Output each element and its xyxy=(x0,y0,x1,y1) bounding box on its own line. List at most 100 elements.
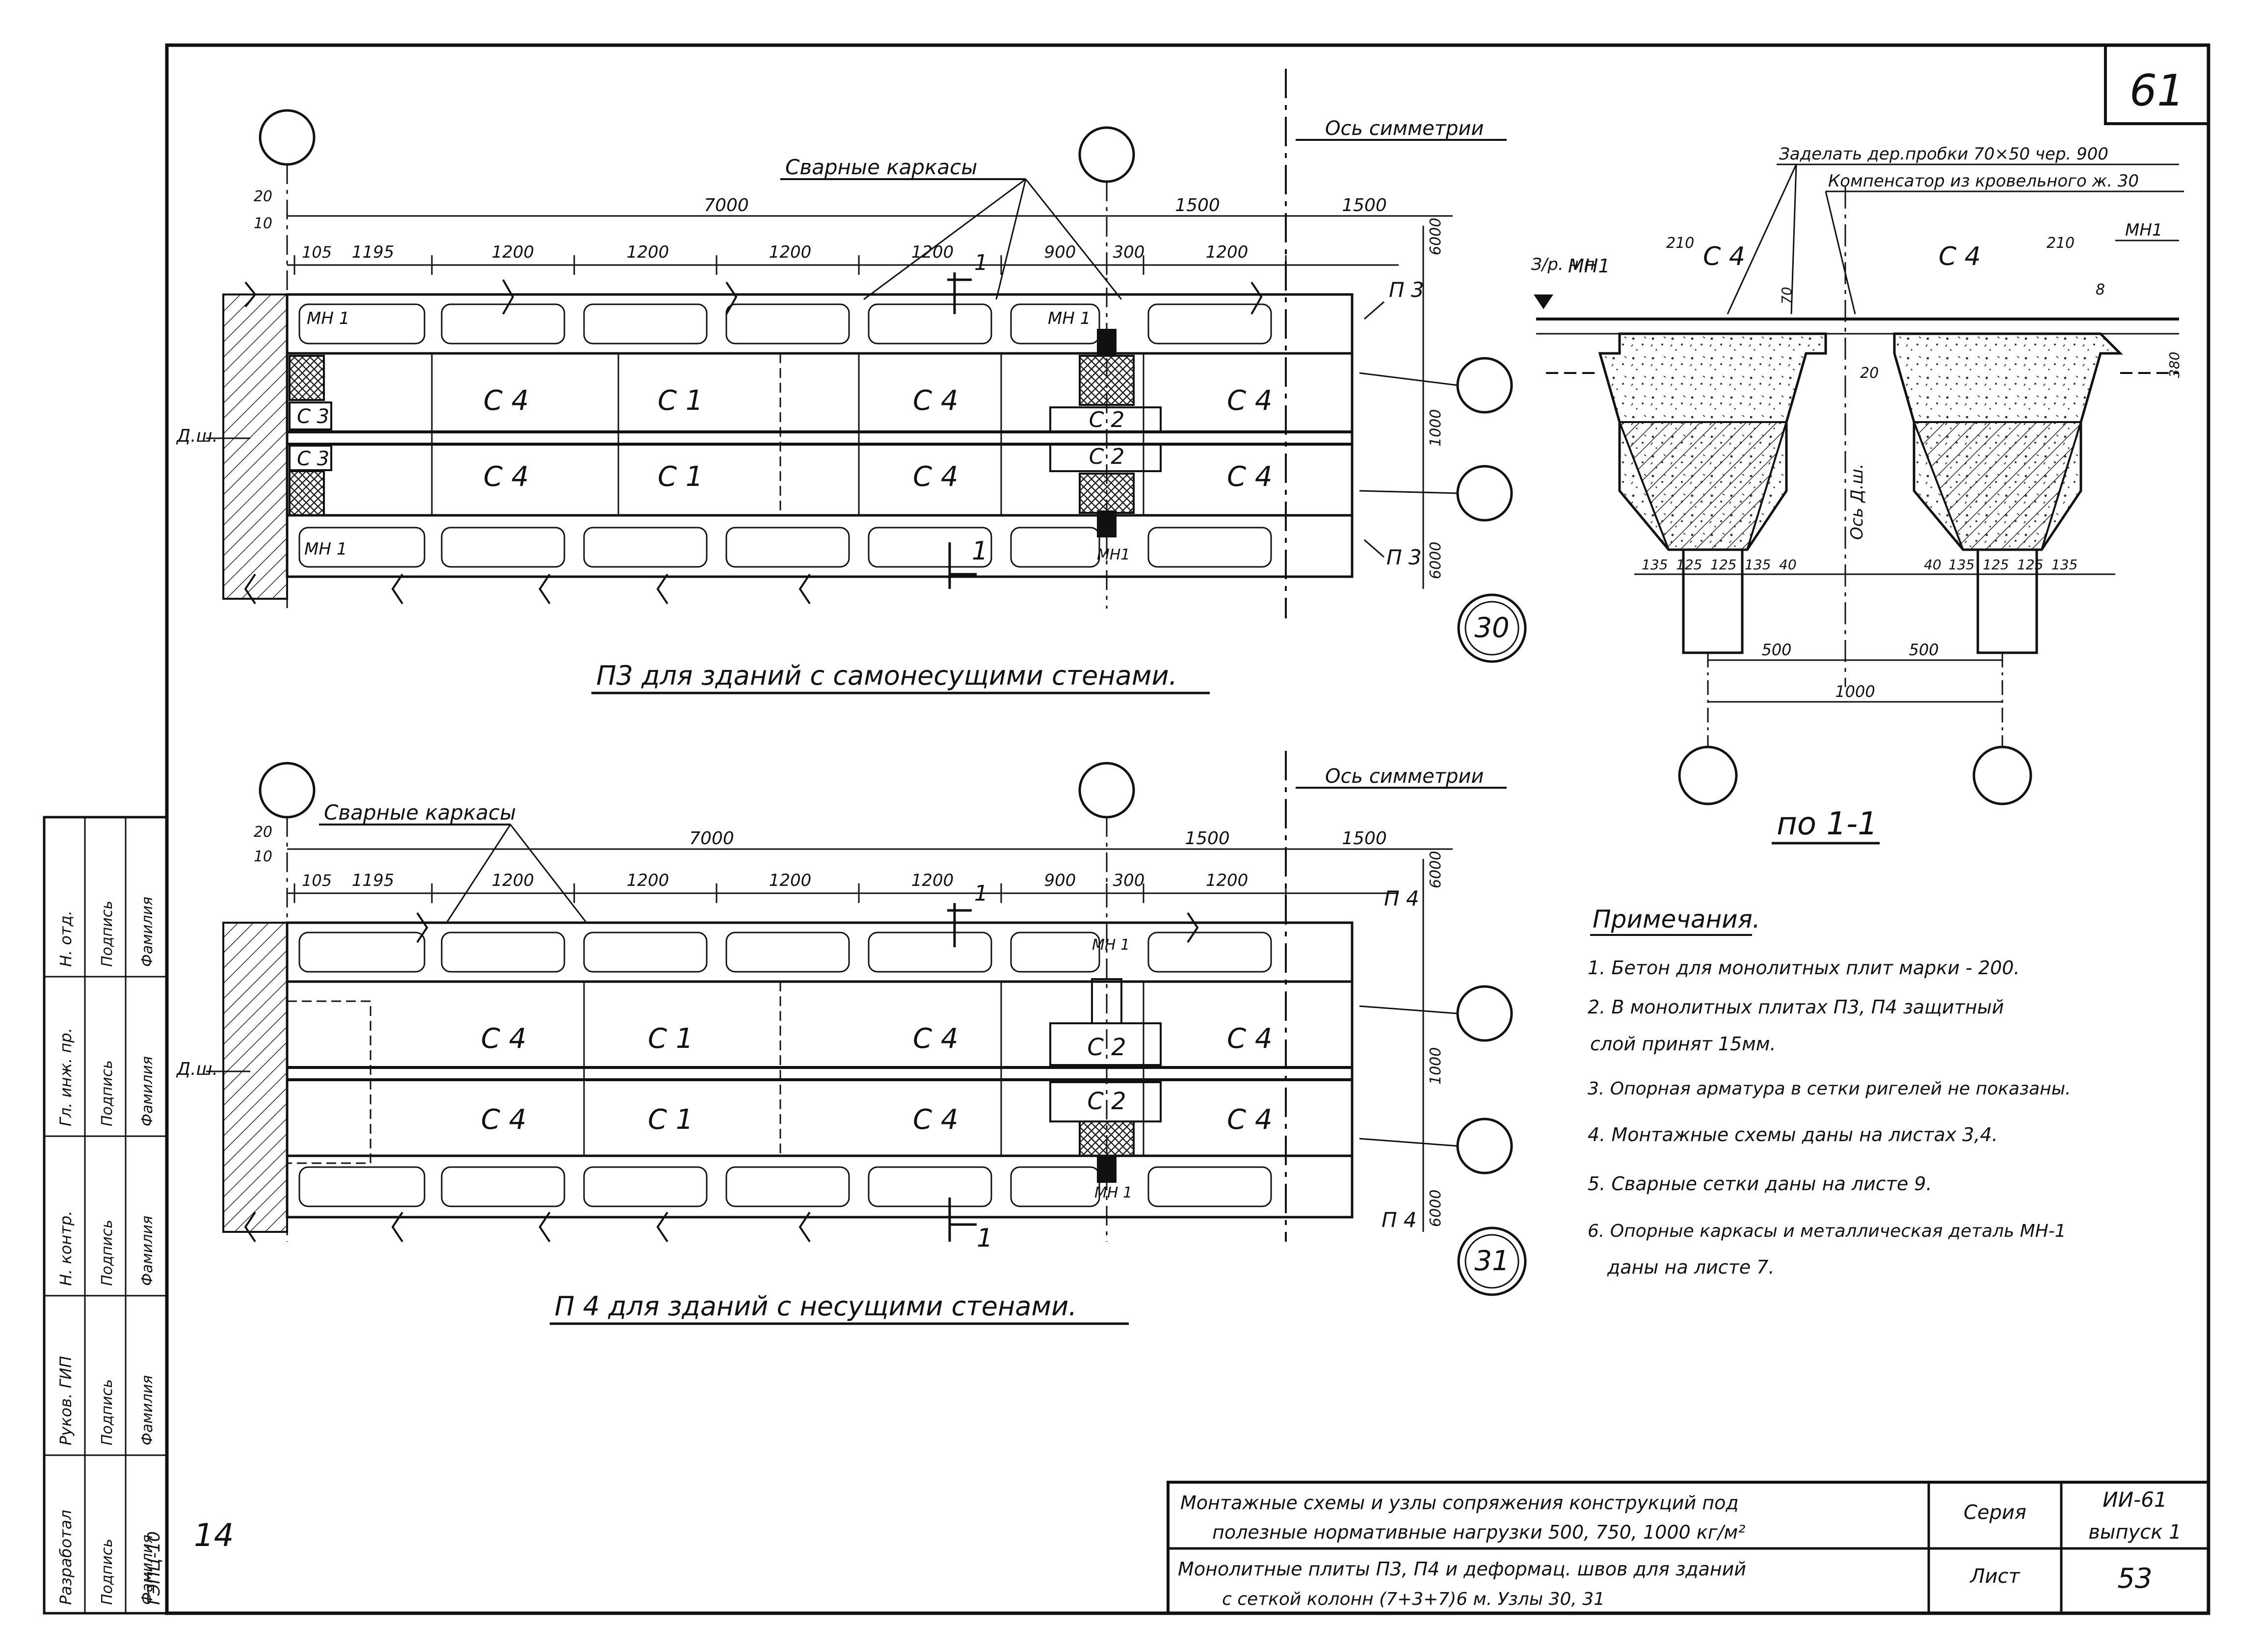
frames-label: Сварные каркасы xyxy=(785,155,977,179)
dim: 1195 xyxy=(352,871,395,890)
element-label: П 4 xyxy=(1382,1208,1417,1232)
issue-value: выпуск 1 xyxy=(2088,1521,2181,1544)
dim: 125 xyxy=(2017,557,2043,573)
dim: 20 xyxy=(254,824,272,841)
section-note: Заделать дер.пробки 70×50 чер. 900 xyxy=(1779,144,2108,164)
section-1-1: Заделать дер.пробки 70×50 чер. 900 Компе… xyxy=(1531,144,2184,845)
element-label: МН 1 xyxy=(1048,309,1091,328)
dim: 135 xyxy=(2051,557,2077,573)
stamp-name: Фамилия xyxy=(139,1535,156,1605)
element-label: П 3 xyxy=(1389,278,1424,302)
dim: 1200 xyxy=(1206,871,1249,890)
slab-label: С 4 xyxy=(483,461,529,493)
section-mark: 1 xyxy=(972,536,988,566)
notes-block: Примечания. 1. Бетон для монолитных плит… xyxy=(1588,905,2071,1278)
slab-label: С 4 xyxy=(913,1104,958,1136)
element-label: МН 1 xyxy=(307,309,349,328)
element-label: С 4 xyxy=(1939,242,1981,271)
page-number: 14 xyxy=(194,1518,234,1554)
dim: 1500 xyxy=(1342,828,1387,849)
element-label: С 2 xyxy=(1087,1034,1126,1061)
section-mark: 1 xyxy=(974,881,988,906)
stamp-signature: Подпись xyxy=(99,901,116,967)
slab-label: С 4 xyxy=(481,1104,527,1136)
hatched-wall xyxy=(222,922,288,1233)
dim: 6000 xyxy=(1427,851,1444,888)
dim: 7000 xyxy=(689,828,734,849)
dim: 10 xyxy=(254,848,272,865)
element-label: МН1 xyxy=(2125,220,2163,240)
note-line: 2. В монолитных плитах П3, П4 защитный xyxy=(1588,996,2004,1018)
axis-bubble xyxy=(1678,746,1738,805)
slab-label: С 4 xyxy=(913,385,958,417)
axis-bubble xyxy=(1078,762,1135,819)
dim: 1200 xyxy=(769,871,812,890)
section-mark: 1 xyxy=(977,1224,993,1253)
dim: 1500 xyxy=(1185,828,1230,849)
dim: 20 xyxy=(254,188,272,205)
stamp-name: Фамилия xyxy=(139,1056,156,1126)
slab-label: С 4 xyxy=(913,461,958,493)
element-label: П 4 xyxy=(1384,886,1419,910)
plan-node-30: Ось симметрии Сварные каркасы 7000 1500 … xyxy=(176,69,1527,694)
dim: 1200 xyxy=(492,242,534,262)
dim: 20 xyxy=(1860,365,1879,382)
slab-label: С 4 xyxy=(483,385,529,417)
plan-node-31: Ось симметрии Сварные каркасы 7000 1500 … xyxy=(176,751,1527,1325)
stamp-signature: Подпись xyxy=(99,1379,116,1445)
note-line: 6. Опорные каркасы и металлическая детал… xyxy=(1588,1221,2066,1241)
dim: 6000 xyxy=(1427,1190,1444,1227)
dim: 1500 xyxy=(1175,195,1220,215)
title-desc: Монтажные схемы и узлы сопряжения констр… xyxy=(1180,1492,1739,1514)
dim: 135 xyxy=(1642,557,1668,573)
dim: 300 xyxy=(1113,242,1145,262)
slab-label: С 4 xyxy=(481,1023,527,1055)
dim: 135 xyxy=(1745,557,1771,573)
element-label: С 2 xyxy=(1089,444,1125,469)
dim: 1200 xyxy=(492,871,534,890)
dim: 1200 xyxy=(911,871,954,890)
stamp-signature: Подпись xyxy=(99,1220,116,1286)
approval-stamp: Разработал Руков. ГИП Н. контр. Гл. инж.… xyxy=(43,816,168,1615)
stamp-signature: Подпись xyxy=(99,1060,116,1126)
node-number: 30 xyxy=(1474,612,1509,644)
plan-title: П3 для зданий с самонесущими стенами. xyxy=(596,660,1177,691)
series-value: ИИ-61 xyxy=(2102,1488,2167,1512)
dim: 380 xyxy=(2166,352,2182,378)
dim: 6000 xyxy=(1427,218,1444,255)
element-label: МН 1 xyxy=(304,539,347,559)
dim: 105 xyxy=(302,243,332,262)
element-label: МН1 xyxy=(1568,255,1610,277)
slab-label: С 1 xyxy=(658,461,703,493)
section-title: по 1-1 xyxy=(1777,806,1878,842)
element-label: МН 1 xyxy=(1092,936,1130,954)
dim: 1200 xyxy=(911,242,954,262)
series-label: Серия xyxy=(1964,1501,2026,1524)
element-label: С 3 xyxy=(297,448,329,470)
slab-label: С 4 xyxy=(1227,1104,1273,1136)
level-label: З/р. ч.п xyxy=(1531,255,1595,274)
dim: 1200 xyxy=(1206,242,1249,262)
dim: 900 xyxy=(1044,871,1076,890)
node-number: 31 xyxy=(1474,1245,1509,1277)
stamp-name: Фамилия xyxy=(139,1375,156,1445)
axis-bubble xyxy=(259,762,316,819)
slab-label: С 1 xyxy=(658,385,703,417)
slab-label: С 4 xyxy=(1227,385,1273,417)
note-line: даны на листе 7. xyxy=(1607,1256,1774,1278)
element-label: МН 1 xyxy=(1094,1184,1132,1201)
symmetry-axis-label: Ось симметрии xyxy=(1325,765,1484,788)
frames-label: Сварные каркасы xyxy=(324,800,516,825)
dim: 1500 xyxy=(1342,195,1387,215)
dim: 7000 xyxy=(704,195,749,215)
axis-bubble xyxy=(1078,126,1135,183)
axis-label: Ось Д.ш. xyxy=(1847,463,1867,540)
slab-label: С 4 xyxy=(1227,461,1273,493)
node-bubble xyxy=(1457,1226,1527,1296)
title-block: Монтажные схемы и узлы сопряжения констр… xyxy=(1167,1481,2210,1615)
dim: 125 xyxy=(1983,557,2009,573)
dim: 105 xyxy=(302,871,332,890)
slab-label: С 1 xyxy=(648,1104,693,1136)
stamp-name: Фамилия xyxy=(139,897,156,967)
notes-heading: Примечания. xyxy=(1593,905,1760,933)
